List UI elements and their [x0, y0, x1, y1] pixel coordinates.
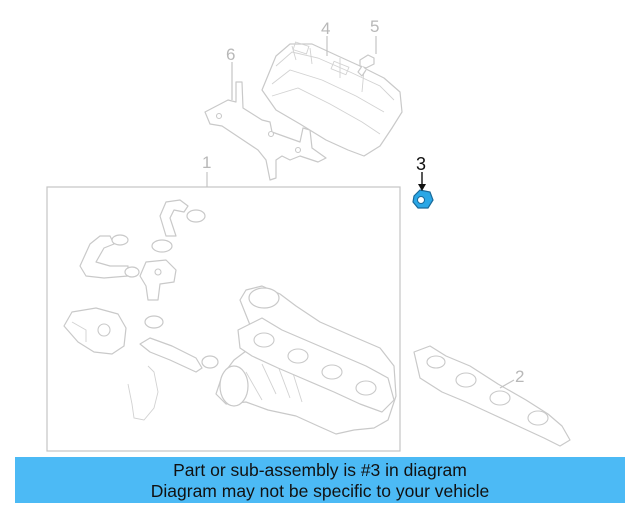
part-6-bracket — [204, 81, 327, 181]
callout-2: 2 — [515, 367, 524, 386]
callout-1: 1 — [202, 153, 211, 172]
banner-line-1: Part or sub-assembly is #3 in diagram — [173, 460, 467, 480]
callout-6: 6 — [226, 45, 235, 64]
part-3-nut — [412, 189, 434, 209]
part-4-heat-shield — [261, 41, 403, 157]
callout-3: 3 — [416, 154, 426, 174]
banner-line-2: Diagram may not be specific to your vehi… — [150, 481, 490, 501]
callout-4: 4 — [321, 19, 330, 38]
part-2-gasket — [413, 345, 571, 447]
part-5-bolt — [357, 54, 375, 77]
info-banner: Part or sub-assembly is #3 in diagram Di… — [15, 457, 625, 503]
part-1-turbo-assembly — [46, 186, 401, 452]
callout-5: 5 — [370, 17, 379, 36]
parts-diagram: 1 2 3 4 5 6 — [46, 17, 571, 452]
leader-lines — [206, 36, 515, 389]
